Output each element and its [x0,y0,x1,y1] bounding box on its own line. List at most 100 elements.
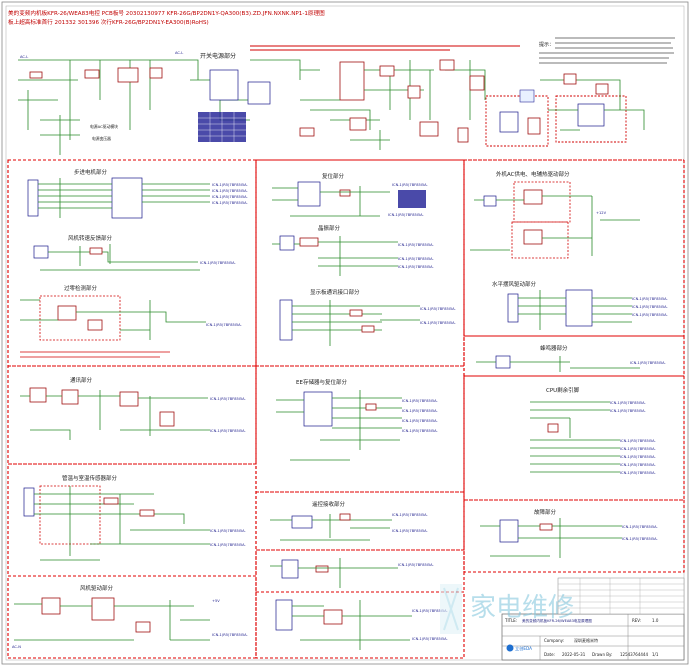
svg-text:ICN-1(R5)7BF85I5A.: ICN-1(R5)7BF85I5A. [392,183,428,187]
svg-text:ICN-1(R5)7BF85I5A.: ICN-1(R5)7BF85I5A. [632,297,668,301]
sensor-title: 管温与室温传感器部分 [62,474,118,482]
svg-text:ICN-1(R5)7BF85I5A.: ICN-1(R5)7BF85I5A. [620,471,656,475]
svg-text:ICN-1(R5)7BF85I5A.: ICN-1(R5)7BF85I5A. [420,307,456,311]
svg-text:ICN-1(R5)7BF85I5A.: ICN-1(R5)7BF85I5A. [620,455,656,459]
center-block-5 [255,591,465,659]
svg-text:ICN-1(R5)7BF85I5A.: ICN-1(R5)7BF85I5A. [212,201,248,205]
eeprom-title: EE存储器与复位部分 [296,378,347,386]
red-note-lines [250,45,520,51]
title-value: 美的变频内机板KFR-26/WEA83电控原理图 [522,618,592,623]
display-comm-title: 显示板通讯接口部分 [310,288,360,296]
comm-section: 通讯部分 ICN-1(R5)7BF85I5A. ICN-1(R5)7BF85I5… [20,376,246,440]
ac-n-label: AC-N [12,645,21,649]
svg-text:ICN-1(R5)7BF85I5A.: ICN-1(R5)7BF85I5A. [210,429,246,433]
svg-text:ICN-1(R5)7BF85I5A.: ICN-1(R5)7BF85I5A. [412,637,448,641]
svg-text:+12V: +12V [596,211,607,215]
header-line1: 美的变频内机板KFR-26/WEA83电控 PCB板号 20302130977 … [8,9,325,17]
center-block-1 [255,159,465,367]
svg-text:ICN-1(R5)7BF85I5A.: ICN-1(R5)7BF85I5A. [620,439,656,443]
buzzer-section: 蜂鸣器部分 ICN-1(R5)7BF85I5A. [476,344,666,372]
power-section: 开关电源部分 电源AC驱动模块 电 [18,51,645,155]
eeprom-section: EE存储器与复位部分 ICN-1(R5)7BF85I5A. ICN-1(R5)7… [276,378,438,461]
center-bottom-block: ICN-1(R5)7BF85I5A. ICN-1(R5)7BF85I5A. [275,599,448,650]
crystal-section: 晶振部分 ICN-1(R5)7BF85I5A. ICN-1(R5)7BF85I5… [272,224,434,276]
outdoor-title: 外机AC供电、电辅热驱动部分 [496,170,570,178]
svg-text:ICN-1(R5)7BF85I5A.: ICN-1(R5)7BF85I5A. [620,463,656,467]
power-title: 开关电源部分 [200,52,236,60]
display-comm-section: 显示板通讯接口部分 ICN-1(R5)7BF85I5A. ICN-1(R5)7B… [279,288,456,346]
horizontal-wind-section: 水平摆风驱动部分 ICN-1(R5)7BF85I5A. ICN-1(R5)7BF… [492,280,668,330]
fan-drive-title: 风机驱动部分 [80,584,114,592]
svg-text:ICN-1(R5)7BF85I5A.: ICN-1(R5)7BF85I5A. [398,563,434,567]
svg-text:ICN-1(R5)7BF85I5A.: ICN-1(R5)7BF85I5A. [622,537,658,541]
center-small-block: ICN-1(R5)7BF85I5A. [270,558,434,588]
date-label: Date: [544,652,555,657]
title-block: TITLE: 美的变频内机板KFR-26/WEA83电控原理图 REV: 1.0… [501,577,685,661]
watermark-text: 家电维修 [470,593,574,623]
comm-title: 通讯部分 [70,376,93,384]
svg-text:ICN-1(R5)7BF85I5A.: ICN-1(R5)7BF85I5A. [412,609,448,613]
svg-text:ICN-1(R5)7BF85I5A.: ICN-1(R5)7BF85I5A. [212,189,248,193]
notes-title: 提示： [539,41,554,48]
svg-text:ICN-1(R5)7BF85I5A.: ICN-1(R5)7BF85I5A. [398,243,434,247]
svg-text:ICN-1(R5)7BF85I5A.: ICN-1(R5)7BF85I5A. [212,633,248,637]
svg-text:ICN-1(R5)7BF85I5A.: ICN-1(R5)7BF85I5A. [206,323,242,327]
step-motor-section: 步进电机部分 ICN-1(R5)7BF85I5A. ICN-1(R5)7BF85… [27,168,248,219]
svg-text:ICN-1(R5)7BF85I5A.: ICN-1(R5)7BF85I5A. [210,529,246,533]
svg-text:ICN-1(R5)7BF85I5A.: ICN-1(R5)7BF85I5A. [402,419,438,423]
right-block-4 [463,499,685,573]
svg-text:ICN-1(R5)7BF85I5A.: ICN-1(R5)7BF85I5A. [420,321,456,325]
svg-text:ICN-1(R5)7BF85I5A.: ICN-1(R5)7BF85I5A. [398,257,434,261]
drawn-value: 12543764444 [620,652,648,657]
svg-text:ICN-1(R5)7BF85I5A.: ICN-1(R5)7BF85I5A. [210,397,246,401]
svg-text:ICN-1(R5)7BF85I5A.: ICN-1(R5)7BF85I5A. [632,313,668,317]
svg-text:ICN-1(R5)7BF85I5A.: ICN-1(R5)7BF85I5A. [212,195,248,199]
watermark: 家电维修 [440,584,574,634]
fan-drive-section: 风机驱动部分 +5V ICN-1(R5)7BF85I5A. AC-N [12,584,248,649]
svg-text:ICN-1(R5)7BF85I5A.: ICN-1(R5)7BF85I5A. [620,447,656,451]
notes-panel: 提示： [539,37,675,64]
reset-title: 复位部分 [322,172,345,180]
receiver-title: 遥控接收部分 [312,500,346,508]
zero-cross-section: 过零检测部分 ICN-1(R5)7BF85I5A. [20,284,242,358]
date-value: 2022-05-31 [562,652,586,657]
fault-title: 故障部分 [534,508,557,516]
sensor-section: 管温与室温传感器部分 ICN-1(R5)7BF85I5A. ICN-1(R5)7… [23,474,246,561]
rev-value: 1.0 [652,618,659,623]
ac-l-label: AC-L [20,55,28,59]
svg-text:ICN-1(R5)7BF85I5A.: ICN-1(R5)7BF85I5A. [212,183,248,187]
fan-feedback-title: 风机转速反馈部分 [68,234,113,242]
left-block-2 [7,365,257,465]
outdoor-section: 外机AC供电、电辅热驱动部分 +12V [470,170,640,259]
svg-text:ICN-1(R5)7BF85I5A.: ICN-1(R5)7BF85I5A. [402,399,438,403]
svg-text:ICN-1(R5)7BF85I5A.: ICN-1(R5)7BF85I5A. [392,513,428,517]
svg-text:ICN-1(R5)7BF85I5A.: ICN-1(R5)7BF85I5A. [632,305,668,309]
drawn-label: Drawn By: [592,652,612,657]
brand-label: 立创EDA [515,645,532,652]
zero-cross-title: 过零检测部分 [64,284,98,292]
svg-text:电源变压器: 电源变压器 [92,136,111,141]
svg-text:ICN-1(R5)7BF85I5A.: ICN-1(R5)7BF85I5A. [630,361,666,365]
svg-text:ICN-1(R5)7BF85I5A.: ICN-1(R5)7BF85I5A. [610,401,646,405]
cpu-spare-title: CPU剩余引脚 [546,386,580,394]
buzzer-title: 蜂鸣器部分 [540,344,568,352]
svg-text:ICN-1(R5)7BF85I5A.: ICN-1(R5)7BF85I5A. [398,265,434,269]
fan-feedback-section: 风机转速反馈部分 ICN-1(R5)7BF85I5A. [33,234,236,271]
step-motor-title: 步进电机部分 [74,168,108,176]
fault-section: 故障部分 ICN-1(R5)7BF85I5A. ICN-1(R5)7BF85I5… [480,508,658,558]
svg-text:ICN-1(R5)7BF85I5A.: ICN-1(R5)7BF85I5A. [622,525,658,529]
cpu-spare-section: CPU剩余引脚 ICN-1(R5)7BF85I5A. ICN-1(R5)7BF8… [530,386,656,475]
sheet-value: 1/1 [652,652,659,657]
svg-text:AC-L: AC-L [175,51,183,55]
svg-text:ICN-1(R5)7BF85I5A.: ICN-1(R5)7BF85I5A. [610,409,646,413]
horizontal-wind-title: 水平摆风驱动部分 [492,280,537,288]
svg-text:ICN-1(R5)7BF85I5A.: ICN-1(R5)7BF85I5A. [388,213,424,217]
svg-text:ICN-1(R5)7BF85I5A.: ICN-1(R5)7BF85I5A. [210,543,246,547]
svg-text:+5V: +5V [212,599,220,603]
svg-text:ICN-1(R5)7BF85I5A.: ICN-1(R5)7BF85I5A. [402,409,438,413]
svg-text:ICN-1(R5)7BF85I5A.: ICN-1(R5)7BF85I5A. [392,529,428,533]
svg-text:ICN-1(R5)7BF85I5A.: ICN-1(R5)7BF85I5A. [200,261,236,265]
easyeda-logo-icon [506,644,514,652]
